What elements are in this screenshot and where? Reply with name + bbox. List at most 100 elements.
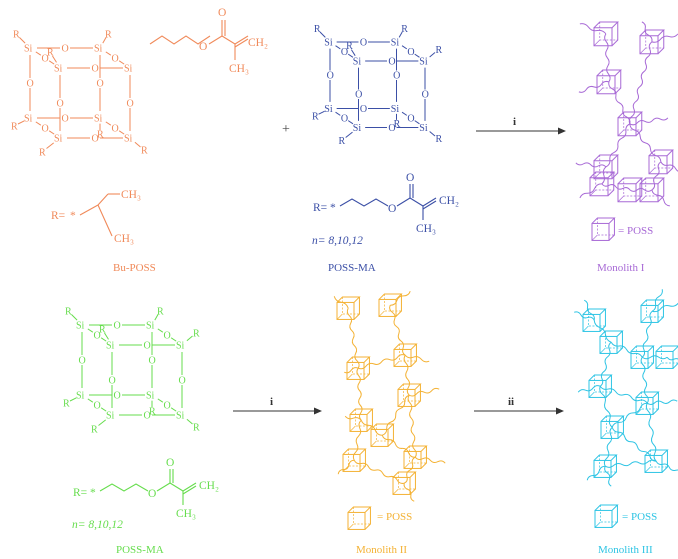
oxygen-atom: O [114, 391, 121, 402]
polymer-chain [574, 311, 595, 321]
polymer-chain [356, 367, 363, 421]
polymer-chain [407, 394, 417, 458]
polymer-chain [629, 117, 669, 126]
poss-cube [639, 177, 665, 203]
polymer-chain [641, 355, 668, 360]
poss-ma-top-ch2: CH₂ [439, 195, 459, 207]
cage-bond [35, 121, 42, 126]
r-bond [186, 418, 193, 425]
legend-poss-cube [591, 217, 616, 241]
silicon-atom: Si [176, 411, 185, 422]
polymer-chain [641, 21, 653, 42]
silicon-atom: Si [146, 321, 155, 332]
polymer-chain [346, 307, 360, 369]
oxygen-atom: O [360, 37, 367, 48]
cage-bond [48, 60, 55, 65]
r-bond [17, 120, 25, 125]
poss-ma-bottom-ch3: CH₃ [176, 508, 196, 520]
r-bond [318, 110, 325, 115]
bu-poss-r-equals: R= [51, 210, 65, 222]
r-bond [19, 37, 26, 44]
oxygen-atom: O [42, 54, 49, 65]
arrow-i-top-label: i [513, 116, 516, 128]
silicon-atom: Si [24, 44, 33, 55]
r-group: R [11, 122, 18, 133]
monolith-iii-legend-text: = POSS [622, 511, 657, 523]
oxygen-atom: O [109, 376, 116, 387]
poss-cube [392, 471, 417, 495]
poss-cube [596, 69, 622, 95]
monolith-i-label: Monolith I [597, 262, 645, 274]
polymer-chain [358, 354, 406, 370]
r-group: R [91, 425, 98, 436]
r-bond [319, 31, 326, 38]
r-group: R [346, 41, 353, 52]
silicon-atom: Si [391, 104, 400, 115]
poss-cube [346, 356, 371, 380]
polymer-chain [403, 483, 415, 502]
monolith-i-legend-text: = POSS [618, 225, 653, 237]
polymer-chain [344, 415, 362, 421]
poss-ma-top-n-values: n= 8,10,12 [312, 235, 363, 247]
r-bond [429, 52, 436, 58]
r-group: R [312, 111, 319, 122]
poss-ma-bottom-star: * [90, 487, 96, 499]
oxygen-atom: O [79, 356, 86, 367]
silicon-atom: Si [94, 44, 103, 55]
oxygen-atom: O [27, 79, 34, 90]
silicon-atom: Si [146, 391, 155, 402]
poss-cube [599, 330, 624, 354]
cage-bond [87, 328, 94, 333]
r-bond [71, 314, 78, 321]
poss-cube [639, 29, 665, 55]
oxygen-atom: O [97, 79, 104, 90]
silicon-atom: Si [54, 134, 63, 145]
polymer-chain [404, 354, 430, 363]
oxygen-atom: O [112, 54, 119, 65]
cage-bond [347, 120, 354, 125]
bu-poss-methacrylate-arm: O O CH₂ CH₃ [149, 7, 268, 75]
poss-ma-top-ester-o: O [388, 203, 396, 215]
poss-ma-bottom-r-equals: R= [73, 487, 87, 499]
polymer-chain [601, 183, 631, 191]
polymer-chain [645, 402, 657, 462]
oxygen-atom: O [388, 123, 395, 134]
monolith-ii-label: Monolith II [356, 544, 407, 556]
cage-bond [100, 407, 107, 412]
poss-cube [589, 171, 615, 197]
cage-bond [347, 53, 354, 58]
oxygen-atom: O [341, 47, 348, 58]
r-group: R [193, 423, 200, 434]
cage-bond [157, 328, 164, 333]
oxygen-atom: O [422, 90, 429, 101]
silicon-atom: Si [106, 411, 115, 422]
cage-bond [87, 398, 94, 403]
polymer-chain [641, 310, 653, 358]
cage-bond [35, 51, 42, 56]
r-group: R [435, 45, 442, 56]
poss-ma-bottom-n-values: n= 8,10,12 [72, 519, 123, 531]
polymer-chain [603, 426, 613, 467]
cage-bond [414, 53, 420, 58]
polymer-chain [352, 419, 362, 461]
oxygen-atom: O [388, 56, 395, 67]
poss-cube [393, 343, 418, 367]
polymer-chain [337, 459, 355, 475]
polymer-chain [360, 420, 383, 436]
r-bond [52, 55, 57, 63]
polymer-chain [577, 385, 601, 393]
r-bond [429, 131, 436, 137]
oxygen-atom: O [144, 341, 151, 352]
oxygen-atom: O [327, 71, 334, 82]
poss-ma-top-label: POSS-MA [328, 262, 376, 274]
monolith-iii-network [574, 289, 678, 487]
polymer-chain [579, 183, 602, 199]
bu-poss-carbonyl-o: O [218, 7, 226, 19]
silicon-atom: Si [176, 341, 185, 352]
silicon-atom: Si [76, 391, 85, 402]
poss-ma-bottom-ester-o: O [148, 488, 156, 500]
polymer-chain [599, 385, 648, 404]
r-group: R [149, 407, 156, 418]
cage-bond [170, 337, 177, 342]
